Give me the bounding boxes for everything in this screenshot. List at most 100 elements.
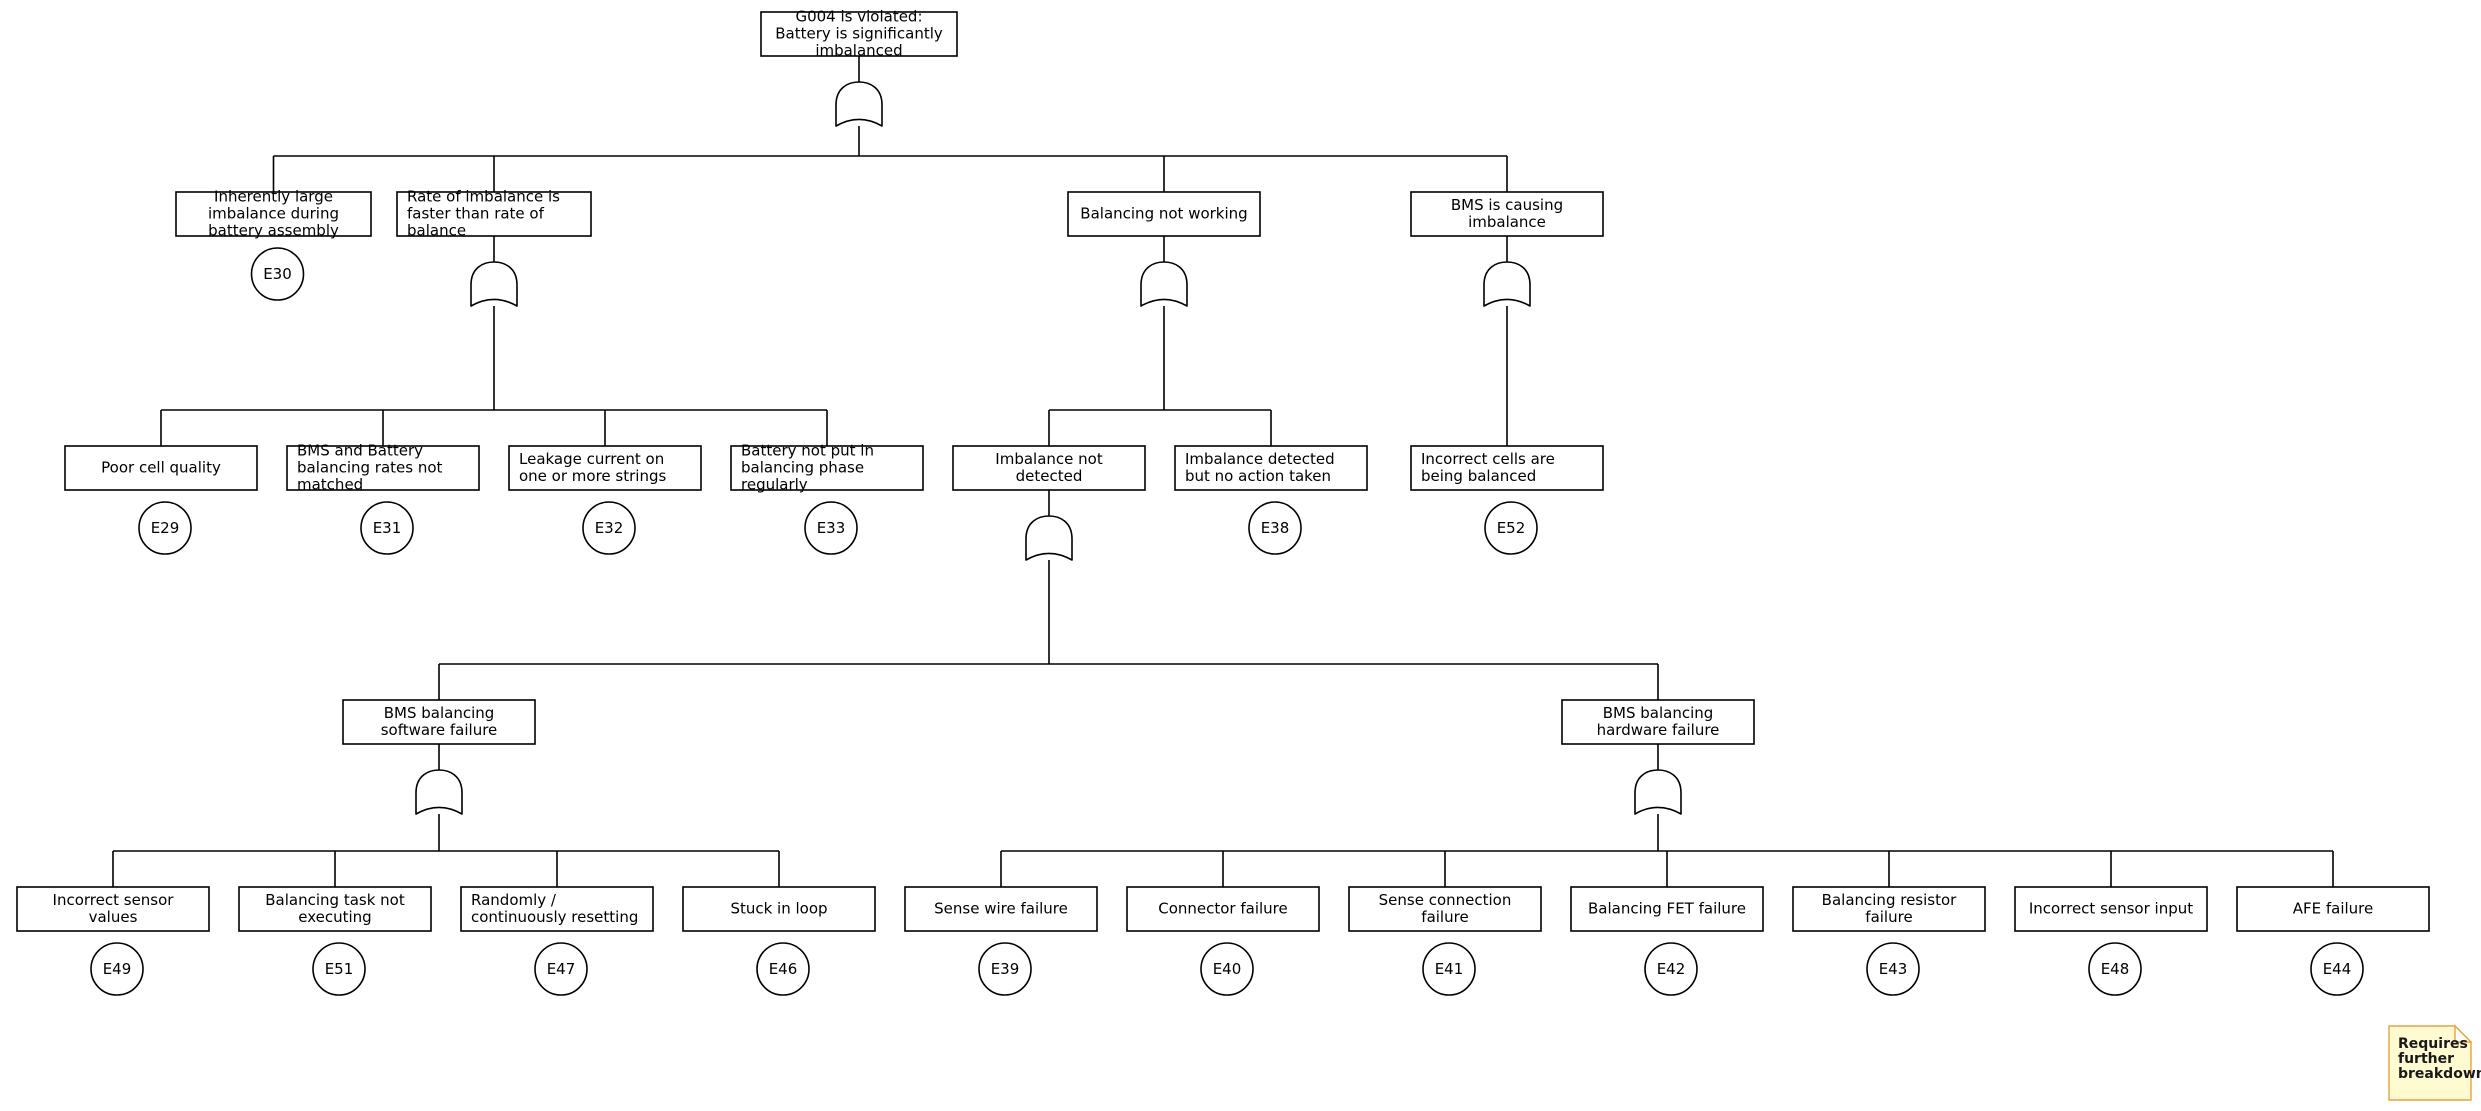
node-label-n_ratesnotmatched: balancing rates not bbox=[297, 459, 443, 477]
sticky-note-line: further bbox=[2398, 1051, 2454, 1067]
node-label-n_leakage: one or more strings bbox=[519, 467, 666, 485]
node-label-n_inherent: Inherently large bbox=[214, 188, 333, 206]
node-label-n_stuckloop: Stuck in loop bbox=[730, 900, 827, 918]
node-label-n_fet: Balancing FET failure bbox=[1588, 900, 1746, 918]
node-label-n_incorrcells: Incorrect cells are bbox=[1421, 450, 1555, 468]
node-label-top: Battery is significantly bbox=[775, 25, 943, 43]
basic-event-label-E43: E43 bbox=[1879, 960, 1908, 978]
node-box-n_notbalphase[interactable] bbox=[730, 445, 924, 491]
node-box-top[interactable] bbox=[760, 11, 958, 57]
basic-event-circle-E32 bbox=[582, 501, 636, 555]
node-box-n_sensewire[interactable] bbox=[904, 886, 1098, 932]
node-label-top: imbalanced bbox=[815, 42, 902, 60]
basic-event-label-E42: E42 bbox=[1657, 960, 1686, 978]
node-box-n_poorcell[interactable] bbox=[64, 445, 258, 491]
basic-event-circle-E42 bbox=[1644, 942, 1698, 996]
node-box-n_imbnotdet[interactable] bbox=[952, 445, 1146, 491]
basic-event-circle-E39 bbox=[978, 942, 1032, 996]
basic-event-label-E30: E30 bbox=[263, 265, 292, 283]
basic-event-circle-E31 bbox=[360, 501, 414, 555]
node-label-n_senseconn: Sense connection bbox=[1379, 891, 1512, 909]
basic-event-label-E31: E31 bbox=[373, 519, 402, 537]
node-layer: G004 is violated:Battery is significantl… bbox=[16, 8, 2430, 932]
node-label-n_swfail: software failure bbox=[381, 721, 498, 739]
node-box-n_bmscause[interactable] bbox=[1410, 191, 1604, 237]
node-label-n_inherent: battery assembly bbox=[208, 222, 339, 240]
or-gate-n_balnotwork bbox=[1140, 261, 1188, 307]
sticky-note-fold-icon bbox=[2454, 1024, 2473, 1043]
or-gate-top bbox=[835, 81, 883, 127]
node-label-n_bmscause: imbalance bbox=[1468, 213, 1546, 231]
node-label-n_connector: Connector failure bbox=[1158, 900, 1288, 918]
node-label-n_rate: faster than rate of bbox=[407, 205, 545, 223]
node-label-n_ratesnotmatched: matched bbox=[297, 476, 363, 494]
basic-event-circle-E30 bbox=[250, 247, 305, 301]
node-box-n_inherent[interactable] bbox=[175, 191, 372, 237]
basic-event-circle-E29 bbox=[138, 501, 192, 555]
node-label-n_notbalphase: regularly bbox=[741, 476, 808, 494]
node-label-top: G004 is violated: bbox=[795, 8, 922, 26]
node-label-n_imbdetnoact: but no action taken bbox=[1185, 467, 1331, 485]
node-box-n_resetting[interactable] bbox=[460, 886, 654, 932]
node-box-n_resistor[interactable] bbox=[1792, 886, 1986, 932]
node-box-n_fet[interactable] bbox=[1570, 886, 1764, 932]
node-box-n_connector[interactable] bbox=[1126, 886, 1320, 932]
or-gate-n_bmscause bbox=[1483, 261, 1531, 307]
node-box-n_hwfail[interactable] bbox=[1561, 699, 1755, 745]
node-box-n_swfail[interactable] bbox=[342, 699, 536, 745]
basic-event-label-E39: E39 bbox=[991, 960, 1020, 978]
node-label-n_rate: balance bbox=[407, 222, 466, 240]
or-gate-n_hwfail bbox=[1634, 769, 1682, 815]
node-label-n_incorrcells: being balanced bbox=[1421, 467, 1536, 485]
node-box-n_rate[interactable] bbox=[396, 191, 592, 237]
node-label-n_resetting: continuously resetting bbox=[471, 908, 638, 926]
basic-event-label-E41: E41 bbox=[1435, 960, 1464, 978]
basic-event-label-E32: E32 bbox=[595, 519, 624, 537]
basic-event-circle-E47 bbox=[534, 942, 588, 996]
node-box-n_balnotwork[interactable] bbox=[1067, 191, 1261, 237]
basic-event-circle-E40 bbox=[1200, 942, 1254, 996]
basic-event-label-E40: E40 bbox=[1213, 960, 1242, 978]
node-box-n_leakage[interactable] bbox=[508, 445, 702, 491]
node-label-n_rate: Rate of imbalance is bbox=[407, 188, 560, 206]
node-label-n_ratesnotmatched: BMS and Battery bbox=[297, 442, 423, 460]
node-box-n_stuckloop[interactable] bbox=[682, 886, 876, 932]
node-label-n_notbalphase: Battery not put in bbox=[741, 442, 874, 460]
node-label-n_tasknotexec: Balancing task not bbox=[265, 891, 405, 909]
node-box-n_ratesnotmatched[interactable] bbox=[286, 445, 480, 491]
node-label-n_imbnotdet: Imbalance not bbox=[995, 450, 1103, 468]
basic-event-circle-E48 bbox=[2088, 942, 2142, 996]
node-box-n_afe[interactable] bbox=[2236, 886, 2430, 932]
or-gate-n_rate bbox=[470, 261, 518, 307]
node-box-n_incsensorval[interactable] bbox=[16, 886, 210, 932]
node-box-n_tasknotexec[interactable] bbox=[238, 886, 432, 932]
basic-event-label-E49: E49 bbox=[103, 960, 132, 978]
basic-event-label-E51: E51 bbox=[325, 960, 354, 978]
basic-event-circle-E51 bbox=[312, 942, 366, 996]
node-label-n_tasknotexec: executing bbox=[298, 908, 371, 926]
connector-layer bbox=[112, 56, 2334, 887]
basic-event-label-E47: E47 bbox=[547, 960, 576, 978]
basic-event-circle-E52 bbox=[1484, 501, 1538, 555]
node-box-n_imbdetnoact[interactable] bbox=[1174, 445, 1368, 491]
node-label-n_imbnotdet: detected bbox=[1016, 467, 1083, 485]
basic-event-circle-E33 bbox=[804, 501, 858, 555]
node-box-n_incorrcells[interactable] bbox=[1410, 445, 1604, 491]
node-label-n_resistor: Balancing resistor bbox=[1822, 891, 1957, 909]
basic-event-label-E44: E44 bbox=[2323, 960, 2352, 978]
node-box-n_incsensorinput[interactable] bbox=[2014, 886, 2208, 932]
node-label-n_sensewire: Sense wire failure bbox=[934, 900, 1068, 918]
basic-event-label-E33: E33 bbox=[817, 519, 846, 537]
node-label-n_incsensorval: values bbox=[89, 908, 138, 926]
basic-event-label-E52: E52 bbox=[1497, 519, 1526, 537]
node-box-n_senseconn[interactable] bbox=[1348, 886, 1542, 932]
node-label-n_notbalphase: balancing phase bbox=[741, 459, 864, 477]
basic-event-label-E46: E46 bbox=[769, 960, 798, 978]
node-label-n_resetting: Randomly / bbox=[471, 891, 557, 909]
node-label-n_swfail: BMS balancing bbox=[384, 704, 495, 722]
basic-event-circle-E46 bbox=[756, 942, 810, 996]
basic-event-circle-E49 bbox=[90, 942, 144, 996]
